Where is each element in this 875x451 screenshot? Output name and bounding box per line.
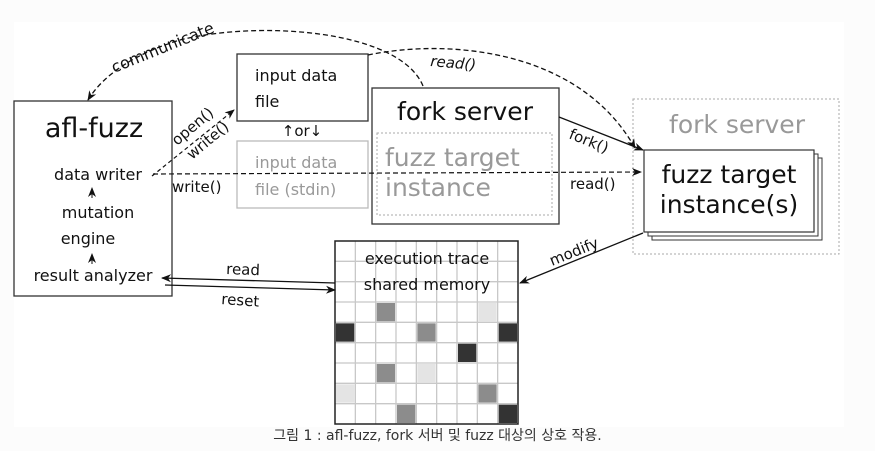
fuzz-target-instance-inner [376, 132, 553, 216]
afl-fuzz-box: afl-fuzz data writer mutation engine res… [13, 100, 173, 297]
grid-cell-dark [458, 343, 477, 362]
shared-memory-line1: execution trace [365, 249, 489, 268]
grid-cell-mid [478, 384, 497, 403]
fork-server-title: fork server [397, 97, 534, 126]
afl-fuzz-title: afl-fuzz [45, 113, 143, 144]
reset-label: reset [221, 290, 260, 311]
fork-server-child-title: fork server [669, 110, 806, 139]
mutation-label: mutation [62, 203, 134, 222]
read-label: read [226, 260, 260, 279]
read-right-label: read() [570, 175, 615, 193]
fuzz-target-instances-line1: fuzz target [662, 160, 797, 189]
grid-cell-light [417, 364, 436, 383]
input-stdin-line1: input data [255, 153, 337, 172]
result-analyzer-label: result analyzer [34, 266, 153, 285]
input-data-file-box: input data file [236, 53, 369, 122]
fuzz-target-instances-box [643, 149, 815, 233]
shared-memory-grid [334, 240, 519, 425]
read-arrow [161, 274, 336, 284]
fork-arrow [558, 116, 644, 151]
fuzz-target-line2: instance [385, 173, 491, 202]
grid-cell-light [478, 303, 497, 322]
engine-label: engine [61, 229, 116, 248]
grid-border [334, 240, 519, 425]
read-top-arrow [367, 47, 636, 149]
communicate-label: communicate [108, 18, 216, 77]
grid-cell-mid [417, 323, 436, 342]
reset-arrow [164, 284, 336, 294]
fork-server-box: fork server fuzz target instance [371, 87, 560, 225]
grid-cell-light [336, 384, 355, 403]
data-writer-label: data writer [54, 165, 142, 184]
input-file-line2: file [255, 92, 279, 111]
or-label: ↑or↓ [282, 122, 322, 140]
grid-cell-dark [336, 323, 355, 342]
grid-cell-mid [376, 303, 395, 322]
fork-server-child-container: fork server fuzz target instance(s) [632, 98, 840, 255]
shared-memory-line2: shared memory [364, 275, 490, 294]
write-horiz-label: write() [172, 178, 221, 196]
grid-cell-mid [397, 404, 416, 423]
grid-cell-dark [498, 404, 517, 423]
figure-caption: 그림 1 : afl-fuzz, fork 서버 및 fuzz 대상의 상호 작… [273, 428, 602, 444]
fork-label: fork() [567, 125, 612, 157]
open-write-arrow [151, 109, 235, 177]
modify-arrow [519, 232, 644, 284]
input-file-line1: input data [255, 66, 337, 85]
input-stdin-line2: file (stdin) [255, 180, 336, 199]
fuzz-target-instances-line2: instance(s) [660, 190, 798, 219]
read-top-label: read() [430, 52, 477, 74]
modify-label: modify [547, 234, 601, 270]
grid-cell-dark [498, 323, 517, 342]
input-stdin-box: input data file (stdin) [236, 140, 369, 209]
grid-cell-mid [376, 364, 395, 383]
write-read-horizontal-arrow [152, 168, 642, 177]
fuzz-target-line1: fuzz target [385, 143, 520, 172]
